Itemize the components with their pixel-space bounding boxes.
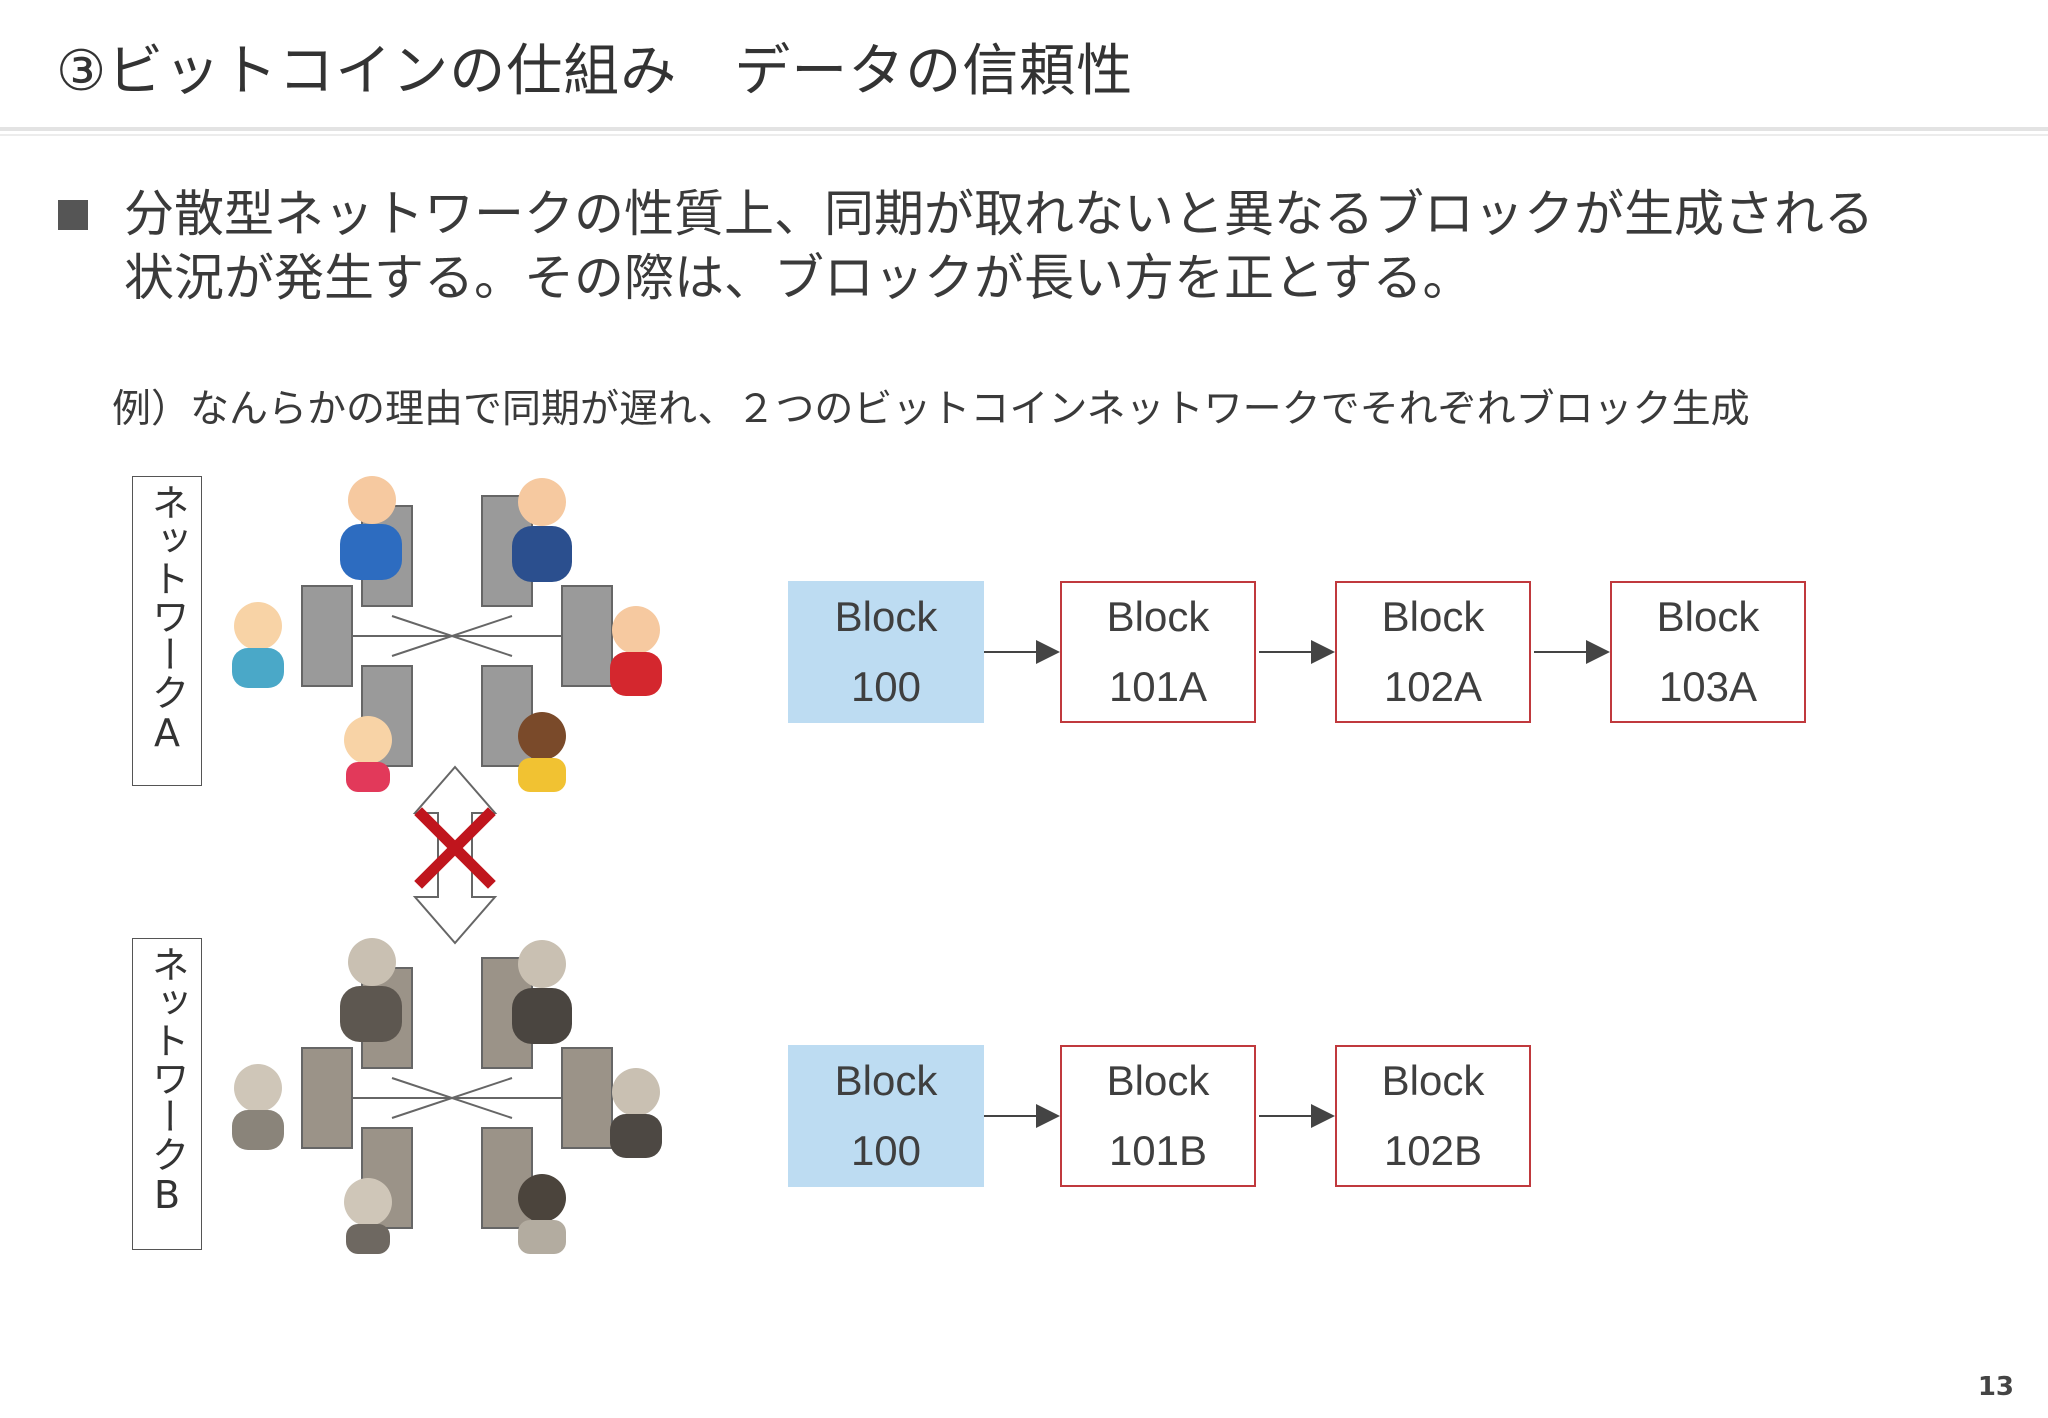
- slide-title: ③ビットコインの仕組み データの信頼性: [56, 39, 1134, 104]
- block-label: Block: [1656, 593, 1760, 640]
- block-101b: Block 101B: [1060, 1045, 1256, 1187]
- block-102a: Block 102A: [1335, 581, 1531, 723]
- block-number: 102B: [1383, 1127, 1483, 1174]
- person-icon: [232, 938, 662, 1254]
- block-number: 103A: [1658, 663, 1758, 710]
- server-icon: [301, 957, 613, 1229]
- block-100-a: Block 100: [788, 581, 984, 723]
- block-label: Block: [1381, 593, 1485, 640]
- bullet-text: 分散型ネットワークの性質上、同期が取れないと異なるブロックが生成される 状況が発…: [124, 182, 2024, 310]
- block-label: Block: [834, 593, 938, 640]
- server-icon: [301, 495, 613, 767]
- block-number: 102A: [1383, 663, 1483, 710]
- block-label: Block: [834, 1057, 938, 1104]
- block-102b: Block 102B: [1335, 1045, 1531, 1187]
- block-label: Block: [1381, 1057, 1485, 1104]
- title-divider-shadow: [0, 134, 2048, 136]
- bullet-line-1: 分散型ネットワークの性質上、同期が取れないと異なるブロックが生成される: [124, 185, 1874, 243]
- block-number: 100: [850, 1127, 922, 1174]
- network-b-illustration: [232, 938, 662, 1254]
- network-links: [332, 615, 582, 657]
- bullet-line-2: 状況が発生する。その際は、ブロックが長い方を正とする。: [124, 249, 1473, 307]
- block-number: 101B: [1108, 1127, 1208, 1174]
- network-b-label: ネットワークB: [132, 938, 202, 1250]
- network-a-illustration: [232, 476, 662, 792]
- block-number: 101A: [1108, 663, 1208, 710]
- block-103a: Block 103A: [1610, 581, 1806, 723]
- title-divider: [0, 127, 2048, 131]
- sync-broken-indicator: [412, 765, 498, 945]
- block-label: Block: [1106, 1057, 1210, 1104]
- network-links: [332, 1077, 582, 1119]
- cross-icon: [414, 807, 496, 889]
- block-101a: Block 101A: [1060, 581, 1256, 723]
- bullet-marker: [58, 200, 88, 230]
- block-100-b: Block 100: [788, 1045, 984, 1187]
- block-number: 100: [850, 663, 922, 710]
- example-caption: 例）なんらかの理由で同期が遅れ、２つのビットコインネットワークでそれぞれブロック…: [112, 387, 1750, 432]
- block-label: Block: [1106, 593, 1210, 640]
- network-a-label: ネットワークA: [132, 476, 202, 786]
- page-number: 13: [1977, 1372, 2014, 1402]
- person-icon: [232, 476, 662, 792]
